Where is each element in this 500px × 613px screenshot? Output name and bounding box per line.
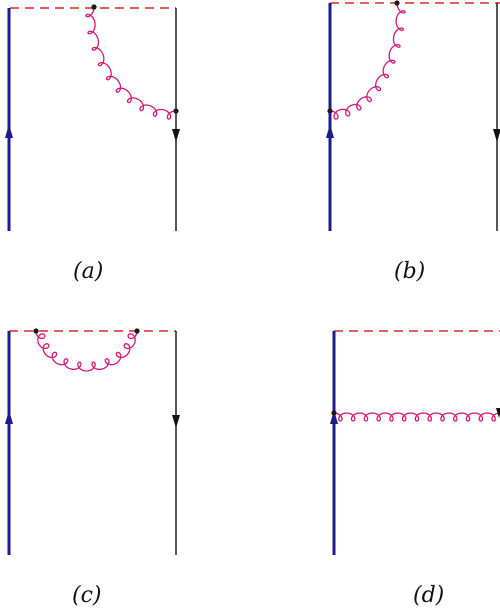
gluon-propagator xyxy=(85,6,177,120)
down-arrow-icon xyxy=(172,415,180,428)
panel-label: (c) xyxy=(72,583,102,608)
vertex-dot xyxy=(327,108,333,114)
panel-c: (c) xyxy=(5,328,180,608)
panel-a: (a) xyxy=(5,4,180,284)
vertex-dot xyxy=(331,410,337,416)
vertex-dot xyxy=(33,328,39,334)
vertex-dot xyxy=(134,328,140,334)
panel-label: (b) xyxy=(394,259,425,284)
panel-b: (b) xyxy=(326,0,500,284)
up-arrow-icon xyxy=(5,124,13,138)
down-arrow-icon xyxy=(172,129,180,142)
vertex-dot xyxy=(91,4,97,10)
up-arrow-icon xyxy=(5,410,13,424)
vertex-dot xyxy=(394,0,400,6)
vertex-dot xyxy=(173,108,179,114)
panel-d: (d) xyxy=(330,330,500,608)
gluon-propagator xyxy=(329,2,406,120)
down-arrow-icon xyxy=(496,408,500,418)
up-arrow-icon xyxy=(326,124,334,138)
panel-label: (a) xyxy=(73,259,103,284)
up-arrow-icon xyxy=(330,410,338,424)
gluon-propagator xyxy=(35,330,138,372)
down-arrow-icon xyxy=(493,129,500,142)
gluon-propagator xyxy=(333,412,500,422)
panel-label: (d) xyxy=(413,583,444,608)
